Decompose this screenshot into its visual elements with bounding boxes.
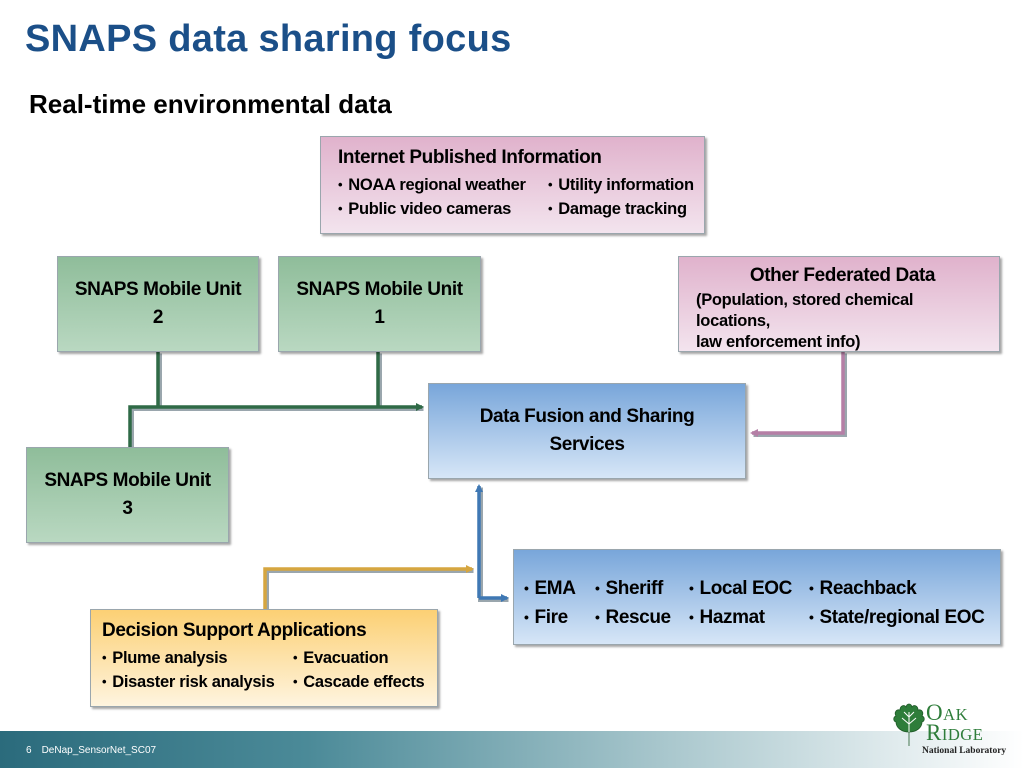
responders-bullet-list: EMA Sheriff Local EOC Reachback Fire Res… bbox=[524, 574, 1000, 632]
internet-item-utility: Utility information bbox=[548, 173, 718, 197]
oak-leaf-icon bbox=[893, 703, 925, 746]
decision-bullet-list: Plume analysis Evacuation Disaster risk … bbox=[102, 646, 437, 694]
internet-item-noaa: NOAA regional weather bbox=[338, 173, 548, 197]
responder-reachback: Reachback bbox=[809, 574, 999, 603]
responder-fire: Fire bbox=[524, 603, 595, 632]
responder-ema: EMA bbox=[524, 574, 595, 603]
federated-heading: Other Federated Data bbox=[749, 265, 936, 286]
internet-heading: Internet Published Information bbox=[338, 147, 602, 168]
snaps-mobile-unit-2-label: SNAPS Mobile Unit 2 bbox=[74, 279, 242, 328]
decision-item-cascade: Cascade effects bbox=[293, 670, 443, 694]
federated-desc-line-1: (Population, stored chemical bbox=[696, 291, 914, 309]
responder-hazmat: Hazmat bbox=[689, 603, 809, 632]
decision-heading: Decision Support Applications bbox=[102, 620, 367, 641]
decision-item-plume: Plume analysis bbox=[102, 646, 293, 670]
responder-rescue: Rescue bbox=[595, 603, 689, 632]
federated-desc-line-3: law enforcement info) bbox=[696, 333, 861, 351]
responders-box: EMA Sheriff Local EOC Reachback Fire Res… bbox=[513, 549, 1001, 645]
footer-text: 6 DeNap_SensorNet_SC07 bbox=[26, 745, 156, 756]
oak-ridge-logo: OAK RIDGE National Laboratory bbox=[892, 700, 1007, 762]
decision-item-evacuation: Evacuation bbox=[293, 646, 443, 670]
snaps-mobile-unit-1-label: SNAPS Mobile Unit 1 bbox=[296, 279, 463, 328]
responder-local-eoc: Local EOC bbox=[689, 574, 809, 603]
logo-national-laboratory: National Laboratory bbox=[922, 746, 1007, 756]
other-federated-data-box: Other Federated Data (Population, stored… bbox=[678, 256, 1000, 352]
federated-desc-line-2: locations, bbox=[696, 312, 771, 330]
page-number: 6 bbox=[26, 745, 32, 756]
internet-bullet-list: NOAA regional weather Utility informatio… bbox=[338, 173, 704, 221]
responder-state-regional-eoc: State/regional EOC bbox=[809, 603, 999, 632]
footer-bar bbox=[0, 731, 1024, 768]
document-name: DeNap_SensorNet_SC07 bbox=[41, 745, 157, 756]
fusion-to-responders-connector bbox=[475, 484, 509, 602]
responder-sheriff: Sheriff bbox=[595, 574, 689, 603]
federated-description: (Population, stored chemical locations, … bbox=[696, 290, 989, 353]
snaps-mobile-unit-2-box: SNAPS Mobile Unit 2 bbox=[57, 256, 259, 352]
federated-to-fusion-connector bbox=[750, 352, 847, 437]
internet-item-damage: Damage tracking bbox=[548, 197, 718, 221]
snaps-mobile-unit-3-box: SNAPS Mobile Unit 3 bbox=[26, 447, 229, 543]
data-fusion-sharing-box: Data Fusion and Sharing Services bbox=[428, 383, 746, 479]
decision-support-box: Decision Support Applications Plume anal… bbox=[90, 609, 438, 707]
slide-subtitle: Real-time environmental data bbox=[29, 89, 392, 119]
decision-to-fusion-connector bbox=[263, 565, 474, 611]
units-to-fusion-connector bbox=[128, 352, 424, 449]
decision-item-disaster-risk: Disaster risk analysis bbox=[102, 670, 293, 694]
snaps-mobile-unit-1-box: SNAPS Mobile Unit 1 bbox=[278, 256, 481, 352]
slide-title: SNAPS data sharing focus bbox=[25, 18, 512, 60]
internet-item-video: Public video cameras bbox=[338, 197, 548, 221]
internet-published-info-box: Internet Published Information NOAA regi… bbox=[320, 136, 705, 234]
logo-word-oak: OAK bbox=[926, 700, 969, 725]
data-fusion-label: Data Fusion and Sharing Services bbox=[479, 406, 695, 455]
snaps-mobile-unit-3-label: SNAPS Mobile Unit 3 bbox=[44, 470, 211, 519]
logo-word-ridge: RIDGE bbox=[926, 720, 984, 745]
